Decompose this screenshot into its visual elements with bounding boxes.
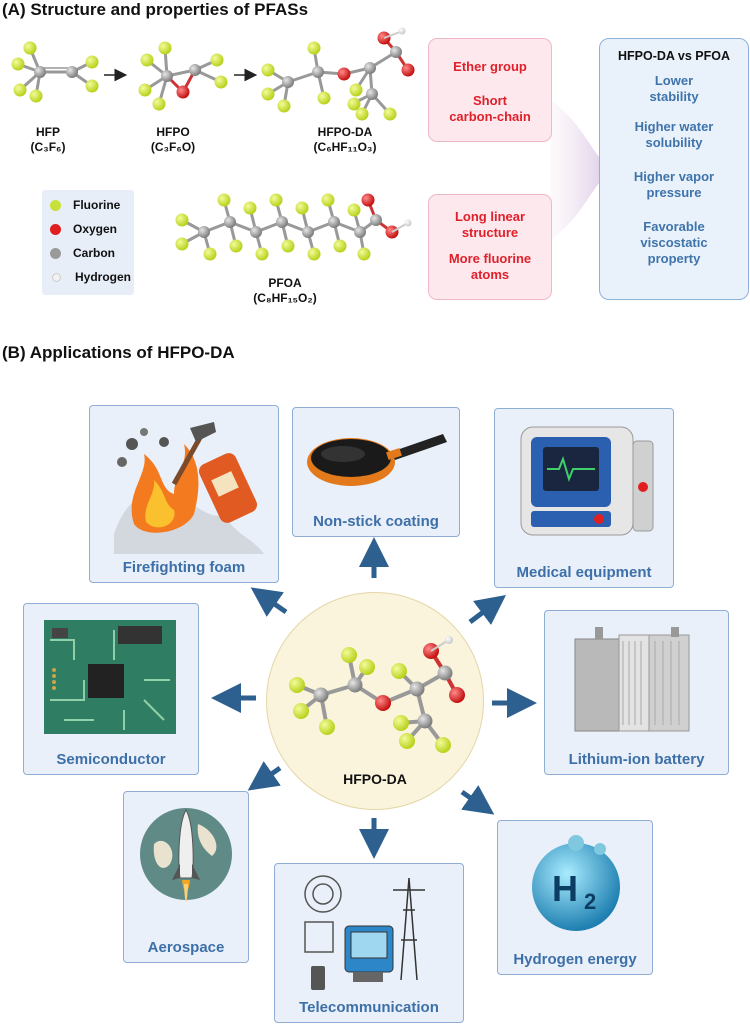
app-aerospace: Aerospace [123, 791, 249, 963]
hfpoda-hub: HFPO-DA [266, 592, 484, 810]
merge-funnel [550, 100, 610, 240]
feature-more-fluorine: More fluorine atoms [448, 251, 532, 282]
pfoa-label: PFOA (C₈HF₁₅O₂) [235, 276, 335, 306]
app-medical-label: Medical equipment [516, 564, 652, 581]
legend-oxygen: Oxygen [42, 217, 134, 241]
app-semiconductor: Semiconductor [23, 603, 199, 775]
legend-fluorine-label: Fluorine [73, 198, 121, 212]
hfpoda-name: HFPO-DA [317, 125, 373, 139]
app-semiconductor-label: Semiconductor [56, 751, 166, 768]
section-a-title: (A) Structure and properties of PFASs [2, 0, 309, 19]
fire-extinguisher-icon [114, 422, 264, 554]
battery-icon [574, 627, 690, 732]
arrow-to-aerospace [247, 761, 282, 791]
hub-label: HFPO-DA [343, 771, 407, 787]
pfoa-name: PFOA [268, 276, 302, 290]
property-water-solubility: Higher water solubility [634, 119, 714, 150]
pfoa-features-box: Long linear structure More fluorine atom… [428, 194, 552, 300]
hydrogen-icon [52, 272, 61, 282]
legend-carbon-label: Carbon [73, 246, 115, 260]
app-medical-equipment: Medical equipment [494, 408, 674, 588]
app-aerospace-label: Aerospace [147, 939, 225, 956]
frying-pan-icon [307, 434, 447, 486]
app-hydrogen-energy: H 2 Hydrogen energy [497, 820, 653, 975]
app-nonstick-label: Non-stick coating [313, 513, 439, 530]
circuit-board-icon [44, 620, 176, 734]
legend-oxygen-label: Oxygen [73, 222, 118, 236]
hfp-molecule [11, 41, 99, 103]
hfpoda-formula: (C₆HF₁₁O₃) [313, 140, 377, 154]
feature-ether-group: Ether group [453, 59, 527, 74]
carbon-icon [50, 247, 61, 259]
app-battery-label: Lithium-ion battery [568, 751, 705, 768]
hydrogen-h2-icon: H 2 [532, 835, 620, 931]
svg-text:H: H [552, 868, 578, 909]
hfpo-formula: (C₃F₆O) [150, 140, 196, 154]
hfpoda-label: HFPO-DA (C₆HF₁₁O₃) [300, 125, 390, 155]
arrow-to-hydrogen [460, 785, 495, 815]
app-firefighting-foam: Firefighting foam [89, 405, 279, 583]
feature-long-linear: Long linear structure [454, 209, 526, 240]
property-lower-stability: Lower stability [649, 73, 699, 104]
app-nonstick-coating: Non-stick coating [292, 407, 460, 537]
legend-hydrogen: Hydrogen [42, 265, 134, 289]
hfpoda-features-box: Ether group Short carbon-chain [428, 38, 552, 142]
app-telecom-label: Telecommunication [299, 999, 439, 1016]
hfpo-molecule [138, 41, 228, 111]
arrow-to-firefighting [250, 587, 288, 617]
svg-text:2: 2 [584, 889, 596, 914]
hfp-label: HFP (C₃F₆) [18, 125, 78, 155]
property-vapor-pressure: Higher vapor pressure [633, 169, 715, 200]
section-b-title: (B) Applications of HFPO-DA [2, 343, 235, 362]
reaction-arrow-1 [104, 68, 128, 82]
app-hydrogen-label: Hydrogen energy [513, 951, 637, 968]
hfp-formula: (C₃F₆) [30, 140, 66, 154]
defibrillator-icon [520, 426, 654, 536]
property-viscostatic: Favorable viscostatic property [640, 219, 708, 266]
hub-molecule [289, 636, 465, 753]
telecom-tower-icon [304, 875, 425, 990]
hfpo-name: HFPO [156, 125, 190, 139]
feature-short-chain: Short carbon-chain [449, 93, 531, 124]
comparison-title: HFPO-DA vs PFOA [617, 49, 731, 63]
oxygen-icon [50, 223, 61, 235]
legend-hydrogen-label: Hydrogen [75, 270, 132, 284]
pfoa-formula: (C₈HF₁₅O₂) [253, 291, 317, 305]
comparison-box: HFPO-DA vs PFOA Lower stability Higher w… [599, 38, 749, 300]
arrow-to-medical [468, 595, 506, 625]
legend-carbon: Carbon [42, 241, 134, 265]
fluorine-icon [50, 199, 61, 211]
hfpoda-molecule [261, 27, 415, 121]
hfpo-label: HFPO (C₃F₆O) [138, 125, 208, 155]
app-lithium-battery: Lithium-ion battery [544, 610, 729, 775]
rocket-icon [140, 808, 232, 902]
atom-legend: Fluorine Oxygen Carbon Hydrogen [42, 190, 134, 295]
app-telecommunication: Telecommunication [274, 863, 464, 1023]
app-firefighting-label: Firefighting foam [122, 559, 246, 576]
reaction-arrow-2 [234, 68, 258, 82]
legend-fluorine: Fluorine [42, 193, 134, 217]
hfp-name: HFP [36, 125, 60, 139]
pfoa-molecule [175, 193, 412, 261]
